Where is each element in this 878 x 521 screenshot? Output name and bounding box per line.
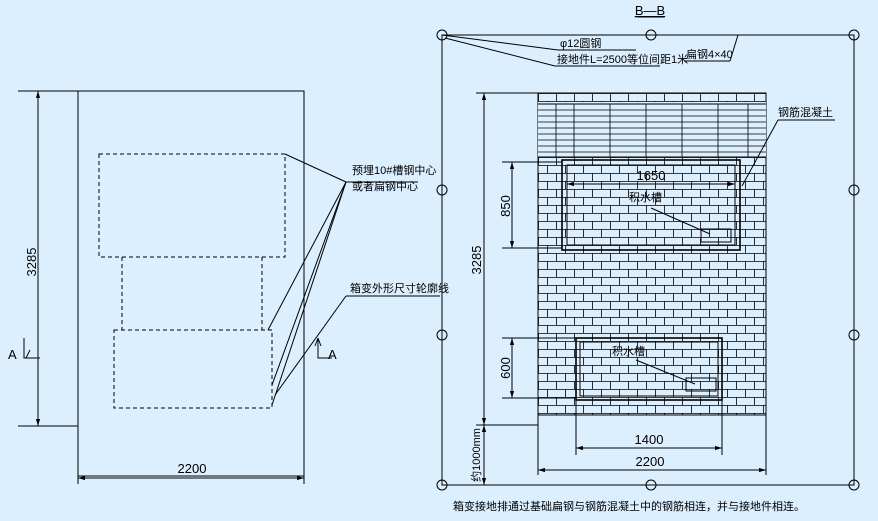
plan-leaders: 预埋10#槽钢中心 或者扁钢中心 箱变外形尺寸轮廓线 [267,153,449,406]
total-width-dimension: 2200 [537,415,767,475]
plan-outer-frame [77,90,305,477]
plan-height-label: 3285 [24,248,39,277]
plan-width-label: 2200 [178,461,207,476]
dim-total-width: 2200 [636,454,665,469]
section-marker-left: A [8,338,40,362]
lower-width-dimension: 1400 [575,400,723,455]
plan-height-dimension: 3285 [18,90,78,427]
section-mark-right-label: A [328,347,337,362]
plan-embed-upper [98,153,286,258]
dim-lower-width: 1400 [635,432,664,447]
label-upper-sump: 积水槽 [629,191,662,204]
label-embed-line2: 或者扁钢中心 [352,180,418,193]
plan-embed-lower [113,329,273,409]
label-concrete: 钢筋混凝土 [778,105,833,119]
dim-upper-height: 850 [498,195,513,217]
upper-sump [700,228,732,243]
dim-upper-width: 1650 [637,168,666,183]
lower-height-dimension: 600 [498,337,576,399]
plan-width-dimension: 2200 [77,461,305,484]
label-rod: φ12圆钢 [560,37,601,50]
upper-height-dimension: 850 [498,161,562,249]
label-embed-line1: 预埋10#槽钢中心 [352,164,436,177]
section-title: B—B [635,3,665,18]
dim-lower-height: 600 [498,357,513,379]
lower-sump [685,377,717,392]
dim-spacing: 约1000mm [470,428,483,482]
label-outline: 箱变外形尺寸轮廓线 [350,281,449,295]
ground-loop [441,34,855,486]
ground-rods [436,29,860,491]
label-flat-steel: 扁钢4×40 [686,48,733,61]
upper-pit [561,159,741,251]
total-height-dimension: 3285 [469,92,538,426]
label-ground-piece: 接地件L=2500等位间距1米 [557,52,688,66]
dim-total-height: 3285 [469,246,484,275]
section-note: 箱变接地排通过基础扁钢与钢筋混凝土中的钢筋相连，并与接地件相连。 [453,499,805,513]
spacing-dimension: 约1000mm [470,425,487,485]
section-mark-left-label: A [8,347,17,362]
lower-pit [575,337,723,401]
label-lower-sump: 积水槽 [612,345,645,358]
section-view: B—B φ12圆钢 接地件L=2500等位间距1米 扁钢4×40 [436,3,860,513]
plan-view: 3285 2200 A A [8,90,449,484]
rebar-band [538,102,766,158]
section-marker-right: A [314,337,337,362]
